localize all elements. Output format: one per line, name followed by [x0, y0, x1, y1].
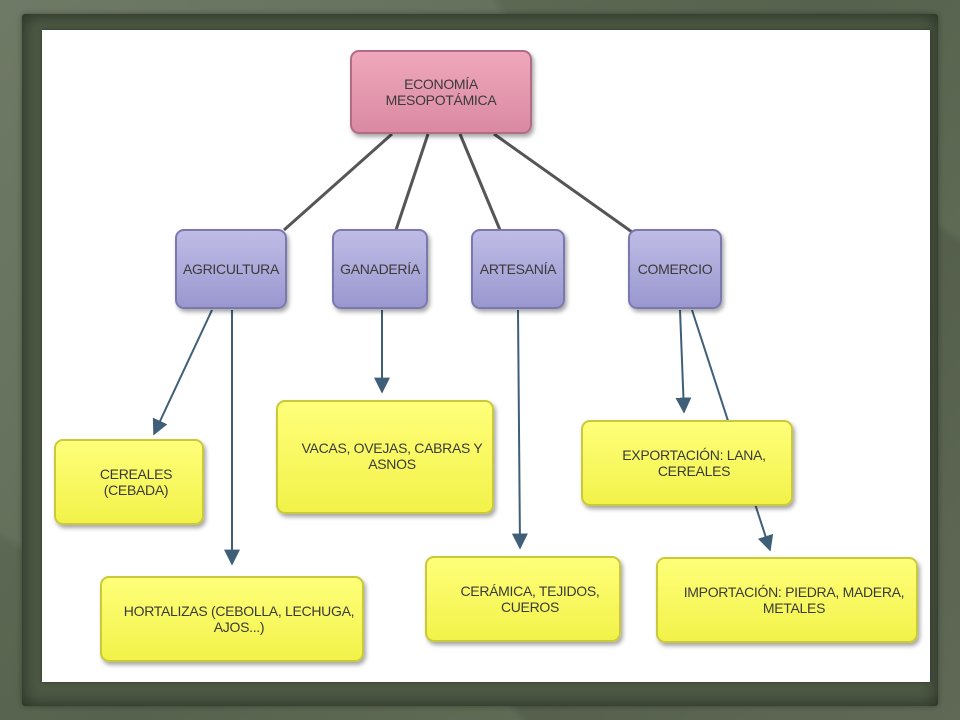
- node-cereales: CEREALES (CEBADA): [54, 439, 204, 525]
- node-exportacion: EXPORTACIÓN: LANA, CEREALES: [581, 420, 793, 506]
- node-comercio: COMERCIO: [628, 229, 722, 309]
- node-importacion: IMPORTACIÓN: PIEDRA, MADERA, METALES: [656, 557, 918, 643]
- node-animales: VACAS, OVEJAS, CABRAS Y ASNOS: [276, 400, 494, 514]
- node-artesania-productos: CERÁMICA, TEJIDOS, CUEROS: [425, 556, 621, 642]
- node-artesania: ARTESANÍA: [471, 229, 565, 309]
- node-hortalizas: HORTALIZAS (CEBOLLA, LECHUGA, AJOS...): [100, 576, 364, 662]
- node-economia-mesopotamica: ECONOMÍA MESOPOTÁMICA: [350, 50, 532, 134]
- node-ganaderia: GANADERÍA: [332, 229, 428, 309]
- node-agricultura: AGRICULTURA: [175, 229, 287, 309]
